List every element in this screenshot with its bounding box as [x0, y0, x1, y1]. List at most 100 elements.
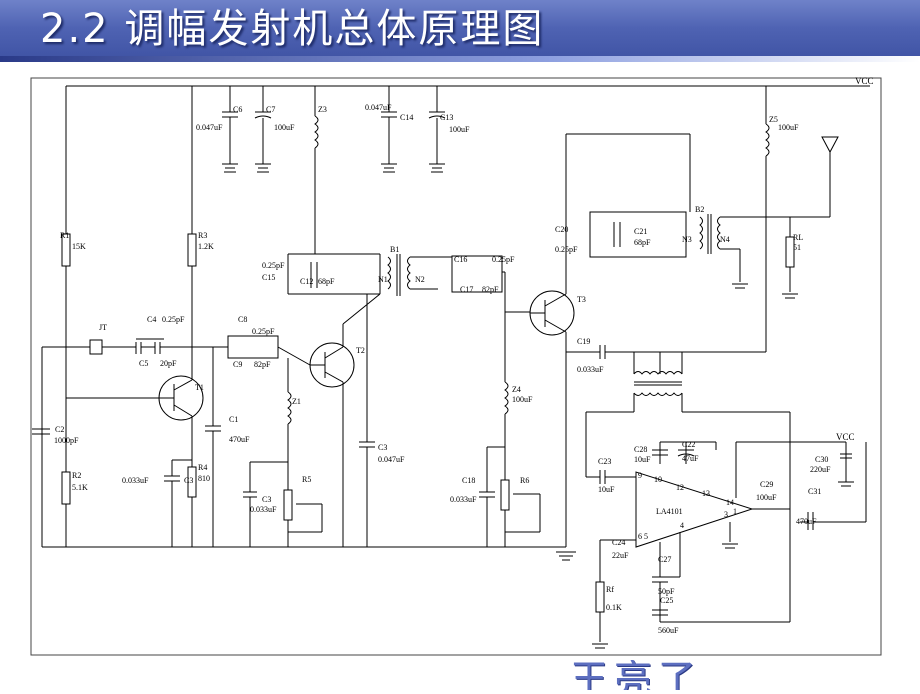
slide-title: 2.2 调幅发射机总体原理图	[40, 6, 545, 52]
c27-label: C27	[658, 555, 671, 564]
n2-label: N2	[415, 275, 425, 284]
c30-value: 220uF	[810, 465, 831, 474]
c16-label: C16	[454, 255, 467, 264]
t1-label: T1	[195, 383, 204, 392]
c19-value: 0.033uF	[577, 365, 604, 374]
c20-label: C20	[555, 225, 568, 234]
c8-value: 0.25pF	[252, 327, 275, 336]
c23-value: 10uF	[598, 485, 615, 494]
r2-value: 5.1K	[72, 483, 88, 492]
c29-value: 100uF	[756, 493, 777, 502]
pin9-label: 9	[638, 471, 642, 480]
c18-value: 0.033uF	[450, 495, 477, 504]
pin65-label: 6 5	[638, 532, 648, 541]
c20-value: 0.25pF	[555, 245, 578, 254]
r1-value: 15K	[72, 242, 86, 251]
c19-label: C19	[577, 337, 590, 346]
c14-label: C14	[400, 113, 413, 122]
b2-label: B2	[695, 205, 704, 214]
mod-transformer-primary	[633, 371, 683, 375]
pin1-label: 1	[733, 507, 737, 516]
z1-inductor	[287, 391, 292, 425]
t3-label: T3	[577, 295, 586, 304]
c4-label: C4	[147, 315, 156, 324]
rl-label: RL	[793, 233, 803, 242]
b1-primary	[387, 256, 391, 290]
c25-label: C25	[660, 596, 673, 605]
c17-label: C17	[460, 285, 473, 294]
c28-value: 10uF	[634, 455, 651, 464]
c14-value: 0.047uF	[365, 103, 392, 112]
c6-value: 0.047uF	[196, 123, 223, 132]
c12-label: C12	[300, 277, 313, 286]
r4-value: 810	[198, 474, 210, 483]
bottom-caption: 王亮了	[570, 660, 770, 690]
rf-value: 0.1K	[606, 603, 622, 612]
n1-label: N1	[378, 275, 388, 284]
c24-value: 22uF	[612, 551, 629, 560]
c21-label: C21	[634, 227, 647, 236]
r4-label: R4	[198, 463, 207, 472]
c22-value: 47uF	[682, 454, 699, 463]
c23-label: C23	[598, 457, 611, 466]
r3-resistor	[187, 233, 197, 267]
r5-potentiometer	[283, 489, 293, 521]
rf-label: Rf	[606, 585, 614, 594]
c5-value: 20pF	[160, 359, 177, 368]
c15-value: 0.25pF	[262, 261, 285, 270]
c9-label: C9	[233, 360, 242, 369]
c27-value: 50pF	[658, 587, 675, 596]
circuit-diagram: VCC C6 0.047uF C7 100uF Z3 0.047uF C14 C…	[0, 62, 920, 690]
t2-label: T2	[356, 346, 365, 355]
c29-label: C29	[760, 480, 773, 489]
c21-value: 68pF	[634, 238, 651, 247]
c25-value: 560uF	[658, 626, 679, 635]
vcc-right-label: VCC	[836, 432, 855, 442]
c4-value: 0.25pF	[162, 315, 185, 324]
c6-label: C6	[233, 105, 242, 114]
c31-label: C31	[808, 487, 821, 496]
c30-label: C30	[815, 455, 828, 464]
c5-label: C5	[139, 359, 148, 368]
r5-label: R5	[302, 475, 311, 484]
c17-value: 82pF	[482, 285, 499, 294]
r3-value: 1.2K	[198, 242, 214, 251]
c16-c17-block	[451, 255, 503, 293]
c13-label: C13	[440, 113, 453, 122]
z3-label: Z3	[318, 105, 327, 114]
pin12-label: 12	[676, 483, 684, 492]
z4-inductor	[504, 381, 509, 415]
diagram-frame	[30, 77, 882, 656]
b1-secondary	[407, 256, 411, 290]
rf-resistor	[595, 581, 605, 613]
z5-inductor	[765, 123, 770, 157]
c-small-label: C3	[184, 476, 193, 485]
r6-label: R6	[520, 476, 529, 485]
c28-label: C28	[634, 445, 647, 454]
rl-value: 51	[793, 243, 801, 252]
jt-crystal	[89, 339, 103, 355]
c3b-label: C3	[378, 443, 387, 452]
c1-value: 470uF	[229, 435, 250, 444]
mod-transformer-secondary	[633, 392, 683, 396]
z4-label: Z4	[512, 385, 521, 394]
r1-label: R1	[60, 231, 69, 240]
c8-label: C8	[238, 315, 247, 324]
c1-label: C1	[229, 415, 238, 424]
schematic-svg: VCC C6 0.047uF C7 100uF Z3 0.047uF C14 C…	[30, 76, 882, 656]
z5-label: Z5	[769, 115, 778, 124]
la4101-amplifier	[635, 471, 754, 548]
c7-value: 100uF	[274, 123, 295, 132]
vcc-top-label: VCC	[855, 76, 874, 86]
c3b-value: 0.047uF	[378, 455, 405, 464]
c-small-value: 0.033uF	[122, 476, 149, 485]
z3-inductor	[314, 115, 319, 149]
pin3-label: 3	[724, 510, 728, 519]
r3-label: R3	[198, 231, 207, 240]
c3-value: 0.033uF	[250, 505, 277, 514]
b2-primary	[699, 216, 703, 250]
jt-label: JT	[99, 323, 107, 332]
c12-value: 68pF	[318, 277, 335, 286]
b1-label: B1	[390, 245, 399, 254]
title-bar: 2.2 调幅发射机总体原理图	[0, 0, 920, 62]
